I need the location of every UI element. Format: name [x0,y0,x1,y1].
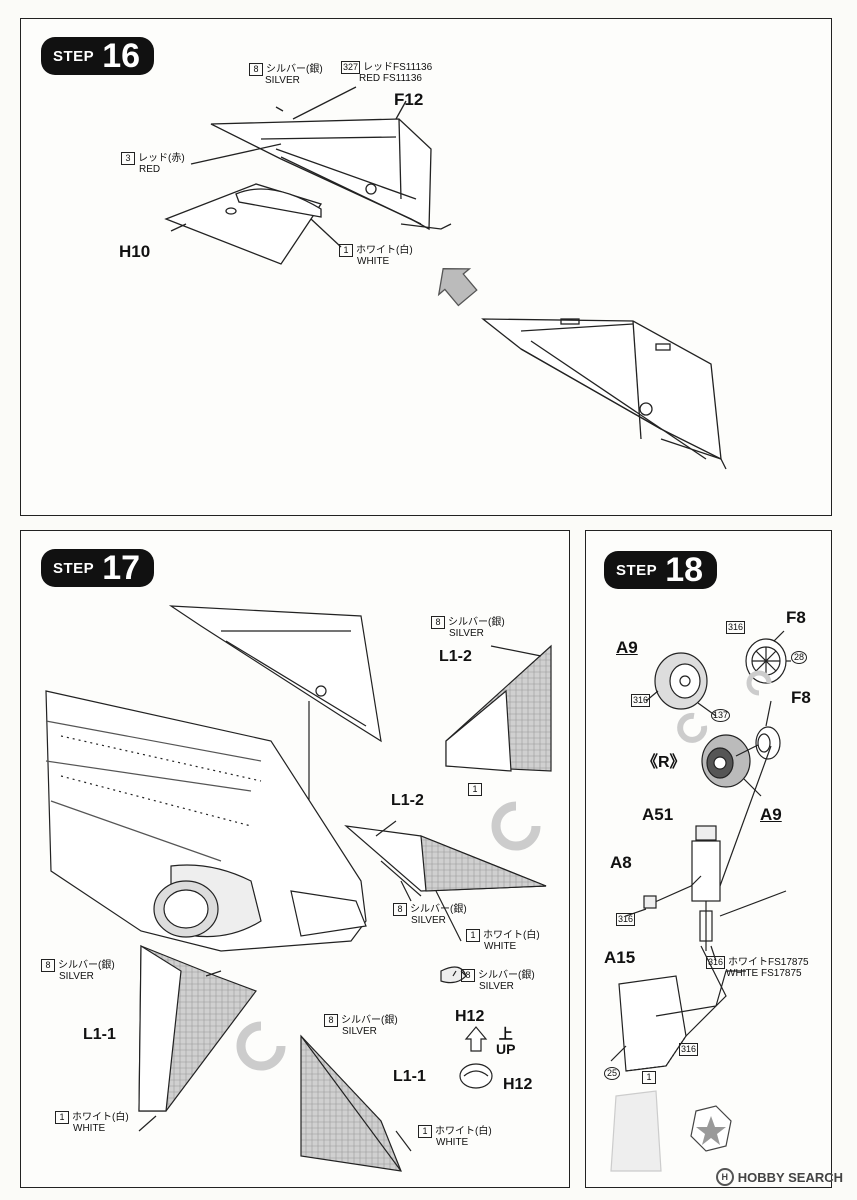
h12-view [459,1063,493,1089]
num-25: 25 [604,1067,623,1080]
part-f8-mid: F8 [791,688,811,707]
white-num-l12: 1 [468,783,485,796]
num-137: 137 [711,709,731,722]
step-18-panel: STEP 18 [585,530,832,1188]
part-f8-top: F8 [786,608,806,627]
watermark-text: HOBBY SEARCH [737,1169,843,1185]
num-316-a: 316 [726,621,746,634]
step-17-badge: STEP 17 [41,549,155,587]
hobby-search-logo-icon: H [715,1168,734,1186]
step-18-drawing [610,630,791,1172]
hobby-search-watermark: H HOBBY SEARCH [715,1168,843,1186]
part-a8: A8 [610,853,632,872]
fuselage [45,690,367,952]
num-1: 1 [642,1071,659,1084]
num-316-e: 316 [679,1043,699,1056]
part-l11-left: L1-1 [83,1026,116,1043]
num-316-b: 316 [631,694,651,707]
part-l12-mid: L1-2 [391,792,424,809]
step-17-panel: STEP 17 [20,530,570,1188]
num-316-c: 316 [616,913,636,926]
step-number: 16 [102,37,141,75]
part-h10: H10 [119,242,151,261]
step-16-badge: STEP 16 [41,37,155,75]
r-mark: 《R》 [642,754,686,771]
strut-a51 [691,840,721,902]
num-28: 28 [791,651,810,664]
step-16-drawing [164,86,727,470]
step-16-panel: STEP 16 [20,18,832,516]
step-word: STEP [53,47,95,65]
part-a9-mid: A9 [760,805,782,824]
part-h12: H12 [455,1008,485,1025]
step-number: 17 [102,549,141,587]
step-18-badge: STEP 18 [604,551,718,589]
step-number: 18 [665,551,704,589]
top-fin [168,605,382,743]
part-a51: A51 [642,805,674,824]
up-label: 上 UP [496,1026,516,1057]
up-arrow [464,1026,488,1052]
part-a8-shape [643,895,657,909]
assembly-arrow [437,268,478,307]
step-word: STEP [616,561,658,579]
part-l11-bottom: L1-1 [393,1068,426,1085]
step-word: STEP [53,559,95,577]
part-a9-top: A9 [616,638,638,657]
part-f12: F12 [394,90,424,109]
door-a15 [618,975,687,1072]
part-l12-top: L1-2 [439,648,472,665]
part-a15: A15 [604,948,636,967]
part-h12-b: H12 [503,1076,533,1093]
step-17-drawing [45,605,552,1172]
